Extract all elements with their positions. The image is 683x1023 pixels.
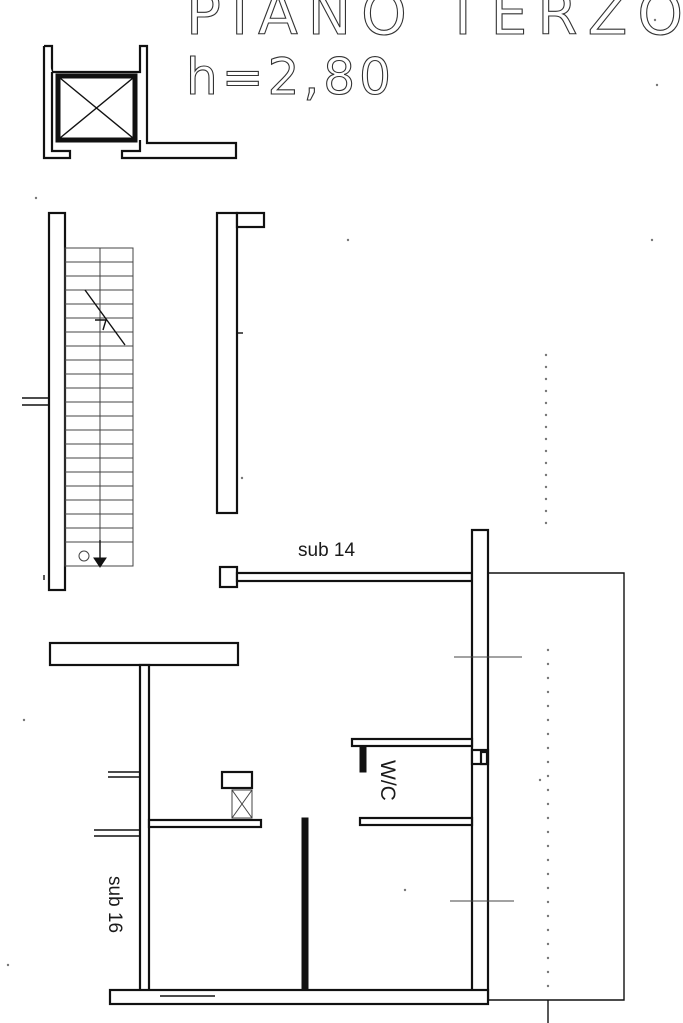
scan-speck	[546, 984, 550, 988]
floor-title: PIANO TERZO	[186, 0, 683, 48]
scan-speck	[546, 746, 550, 750]
scan-speck	[546, 802, 550, 806]
sub14-label: sub 14	[298, 540, 355, 561]
corridor-wall	[215, 211, 266, 515]
scan-speck	[546, 858, 550, 862]
scan-speck	[546, 718, 550, 722]
scan-speck	[544, 365, 548, 369]
scan-speck	[544, 521, 548, 525]
scan-speck	[544, 413, 548, 417]
scan-speck	[346, 238, 350, 242]
scan-speck	[546, 928, 550, 932]
scan-speck	[34, 196, 38, 200]
sub16-walls	[48, 641, 549, 1023]
scan-speck	[546, 690, 550, 694]
scan-speck	[546, 648, 550, 652]
elevator-shaft-icon	[42, 44, 238, 160]
scan-speck	[546, 886, 550, 890]
scan-speck	[653, 18, 657, 22]
scan-speck	[403, 888, 407, 892]
scan-speck	[546, 872, 550, 876]
sub16-label: sub 16	[104, 876, 125, 933]
scan-speck	[544, 353, 548, 357]
scan-speck	[546, 676, 550, 680]
scan-speck	[546, 914, 550, 918]
scan-speck	[546, 732, 550, 736]
scan-speck	[544, 485, 548, 489]
scan-speck	[544, 389, 548, 393]
scan-speck	[544, 473, 548, 477]
scan-speck	[6, 963, 10, 967]
scan-speck	[546, 844, 550, 848]
scan-speck	[546, 704, 550, 708]
sub14-wall	[218, 528, 625, 1002]
scan-speck	[546, 830, 550, 834]
scan-speck	[544, 497, 548, 501]
scan-speck	[546, 956, 550, 960]
scan-speck	[22, 718, 26, 722]
scan-speck	[544, 509, 548, 513]
ventilation-shaft-icon	[220, 770, 254, 819]
scan-speck	[546, 760, 550, 764]
scan-speck	[544, 377, 548, 381]
scan-speck	[650, 238, 654, 242]
staircase-icon	[22, 211, 134, 592]
scan-speck	[546, 942, 550, 946]
ceiling-height-label: h=2,80	[186, 48, 395, 106]
scan-speck	[546, 816, 550, 820]
wc-label: W/C	[376, 760, 399, 801]
scan-speck	[538, 778, 542, 782]
scan-speck	[240, 476, 244, 480]
scan-speck	[546, 900, 550, 904]
scan-noise	[6, 18, 659, 988]
scan-speck	[544, 437, 548, 441]
scan-speck	[544, 449, 548, 453]
scan-speck	[546, 774, 550, 778]
scan-speck	[546, 788, 550, 792]
scan-speck	[544, 401, 548, 405]
scan-speck	[544, 461, 548, 465]
scan-speck	[546, 662, 550, 666]
scan-speck	[655, 83, 659, 87]
scan-speck	[546, 970, 550, 974]
scan-speck	[544, 425, 548, 429]
